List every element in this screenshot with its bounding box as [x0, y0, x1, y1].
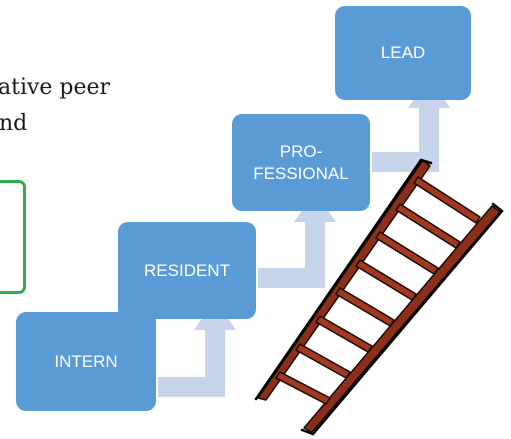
arrow-intern-to-resident [158, 300, 236, 397]
ladder-outline [254, 158, 433, 401]
stage-intern: INTERN [16, 312, 156, 411]
ladder-rung [275, 371, 331, 405]
slide-text-line-1: ative peer [0, 75, 111, 100]
ladder-rung [315, 315, 373, 353]
arrow-resident-to-professional [258, 192, 336, 288]
green-callout-box [0, 180, 26, 294]
ladder-rung [413, 176, 481, 224]
stage-resident: RESIDENT [118, 222, 256, 319]
stage-intern-label: INTERN [54, 351, 118, 371]
stage-professional-label: PRO- FESSIONAL [253, 142, 349, 183]
ladder-rung [355, 259, 417, 301]
stage-lead-label: LEAD [380, 43, 426, 63]
stage-lead: LEAD [335, 6, 471, 100]
ladder-rung [375, 231, 439, 275]
ladder-outline [300, 202, 504, 436]
slide-text-line-2: nd [0, 111, 28, 136]
ladder-rung [335, 287, 395, 327]
ladder-left-rail [257, 159, 431, 401]
stage-professional: PRO- FESSIONAL [232, 114, 370, 211]
stage-resident-label: RESIDENT [144, 260, 230, 280]
ladder-right-rail [303, 205, 501, 433]
ladder-rung [295, 343, 351, 379]
arrow-professional-to-lead [372, 78, 450, 172]
ladder-rung [395, 203, 461, 249]
